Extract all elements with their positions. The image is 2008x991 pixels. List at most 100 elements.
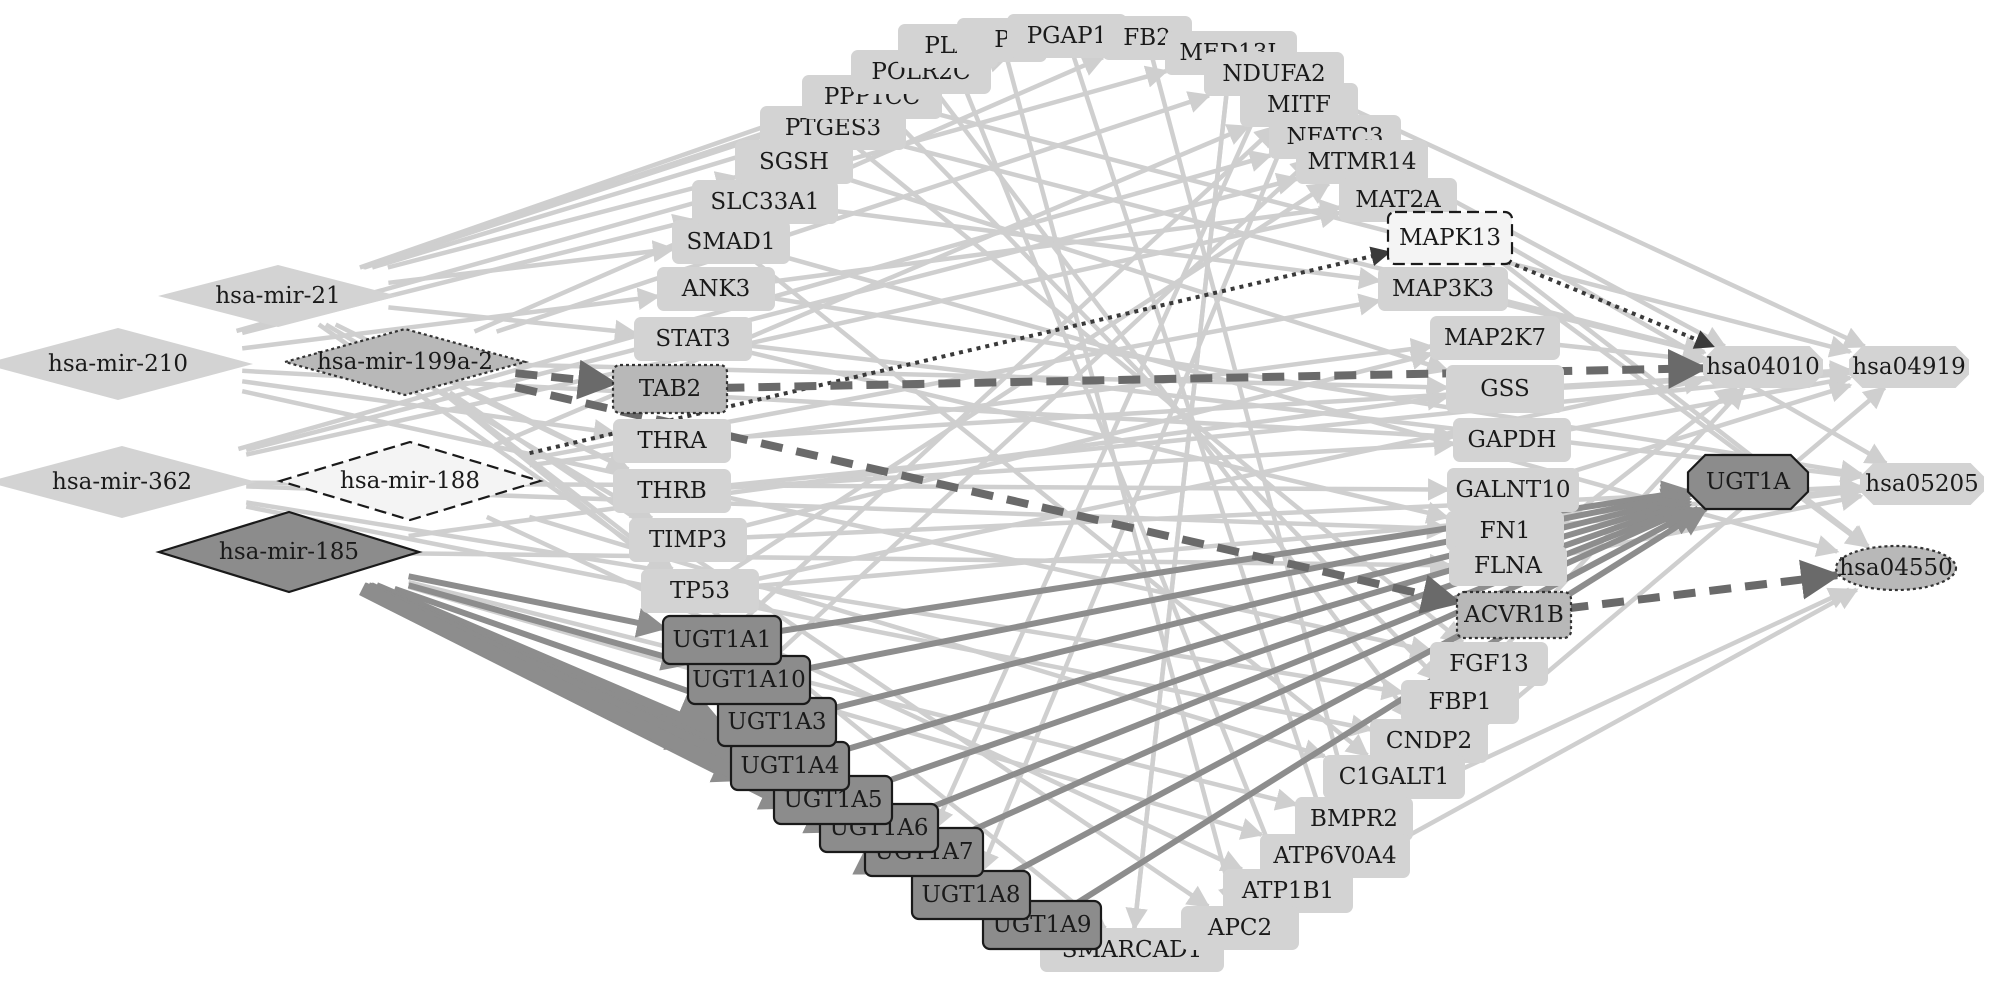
node-shape bbox=[276, 440, 544, 522]
node-ugt1a4[interactable]: UGT1A4 bbox=[729, 740, 851, 792]
node-c1galt1[interactable]: C1GALT1 bbox=[1323, 755, 1465, 799]
edge-ugt1a5-to-ugt1a bbox=[886, 497, 1693, 784]
node-ugt1a8[interactable]: UGT1A8 bbox=[910, 869, 1032, 921]
node-sgsh[interactable]: SGSH bbox=[735, 140, 853, 184]
node-shape bbox=[1446, 511, 1564, 551]
edge-bmpr2-to-hsa04550 bbox=[1396, 587, 1852, 801]
node-hsa-mir-199a-2[interactable]: hsa-mir-199a-2 bbox=[280, 327, 530, 397]
node-label: hsa-mir-185 bbox=[219, 539, 359, 565]
node-label: C1GALT1 bbox=[1339, 764, 1450, 790]
node-hsa-mir-362[interactable]: hsa-mir-362 bbox=[0, 446, 257, 518]
node-shape bbox=[1378, 267, 1508, 311]
node-tp53[interactable]: TP53 bbox=[641, 569, 759, 613]
node-label: TAB2 bbox=[639, 376, 701, 402]
node-shape bbox=[155, 510, 423, 594]
node-label: FN1 bbox=[1480, 518, 1531, 544]
node-ugt1a1[interactable]: UGT1A1 bbox=[661, 614, 783, 666]
edge-ugt1a10-to-nfatc3 bbox=[771, 156, 1314, 660]
node-label: hsa04919 bbox=[1852, 354, 1966, 380]
node-apc2[interactable]: APC2 bbox=[1181, 906, 1299, 950]
node-map2k7[interactable]: MAP2K7 bbox=[1430, 316, 1560, 360]
node-shape bbox=[1181, 906, 1299, 950]
node-fbp1[interactable]: FBP1 bbox=[1401, 680, 1519, 724]
node-hsa-mir-188[interactable]: hsa-mir-188 bbox=[276, 440, 544, 522]
node-label: hsa-mir-199a-2 bbox=[317, 349, 493, 375]
node-thrb[interactable]: THRB bbox=[613, 469, 731, 513]
node-label: TP53 bbox=[670, 578, 730, 604]
edge-mitf-to-ugt1a8 bbox=[978, 124, 1293, 874]
edge-pgap1-to-atp6v0a4 bbox=[1071, 55, 1333, 837]
node-pgap1[interactable]: PGAP1 bbox=[1007, 14, 1127, 58]
node-map3k3[interactable]: MAP3K3 bbox=[1378, 267, 1508, 311]
node-atp1b1[interactable]: ATP1B1 bbox=[1223, 869, 1353, 913]
node-label: ACVR1B bbox=[1463, 602, 1564, 628]
node-label: SLC33A1 bbox=[710, 189, 819, 215]
node-label: ATP6V0A4 bbox=[1272, 843, 1396, 869]
node-tab2[interactable]: TAB2 bbox=[611, 363, 729, 415]
node-hsa05205[interactable]: hsa05205 bbox=[1860, 463, 1984, 505]
node-shape bbox=[1430, 316, 1560, 360]
node-shape bbox=[629, 518, 747, 562]
node-ugt1a10[interactable]: UGT1A10 bbox=[686, 654, 812, 706]
node-label: UGT1A bbox=[1706, 469, 1791, 495]
node-shape bbox=[1430, 642, 1548, 686]
node-flna[interactable]: FLNA bbox=[1449, 546, 1567, 586]
node-shape bbox=[1446, 365, 1564, 413]
node-shape bbox=[1703, 346, 1823, 388]
edge-mapk13-to-hsa04010 bbox=[1506, 259, 1715, 349]
node-slc33a1[interactable]: SLC33A1 bbox=[692, 180, 838, 224]
edge-hsa-mir-362-to-mtmr14 bbox=[245, 172, 1300, 453]
node-fn1[interactable]: FN1 bbox=[1446, 511, 1564, 551]
node-mat2a[interactable]: MAT2A bbox=[1339, 178, 1457, 222]
edge-slc33a1-to-map3k3 bbox=[831, 208, 1382, 290]
node-acvr1b[interactable]: ACVR1B bbox=[1455, 590, 1573, 640]
node-shape bbox=[1447, 468, 1579, 512]
edge-hsa-mir-185-to-bmpr2 bbox=[408, 579, 1299, 811]
edge-thrb-to-hsa04919 bbox=[726, 363, 1853, 488]
node-hsa04550[interactable]: hsa04550 bbox=[1834, 544, 1958, 592]
node-hsa-mir-185[interactable]: hsa-mir-185 bbox=[155, 510, 423, 594]
node-hsa-mir-21[interactable]: hsa-mir-21 bbox=[158, 265, 398, 327]
edge-hsa-mir-188-to-atp1b1 bbox=[485, 514, 1244, 872]
node-label: FB2 bbox=[1123, 25, 1171, 51]
node-shape bbox=[672, 220, 790, 264]
edge-pla-to-atp1b1 bbox=[954, 65, 1283, 872]
node-hsa04010[interactable]: hsa04010 bbox=[1703, 346, 1823, 388]
node-shape bbox=[1401, 680, 1519, 724]
edge-hsa-mir-21-to-ptges3 bbox=[371, 144, 764, 270]
node-label: UGT1A10 bbox=[692, 667, 806, 693]
node-shape bbox=[1007, 14, 1127, 58]
node-shape bbox=[1260, 834, 1410, 878]
node-stat3[interactable]: STAT3 bbox=[634, 317, 752, 361]
edge-hsa-mir-199a-2-to-apc2 bbox=[448, 390, 1211, 909]
node-smad1[interactable]: SMAD1 bbox=[672, 220, 790, 264]
node-atp6v0a4[interactable]: ATP6V0A4 bbox=[1260, 834, 1410, 878]
node-ank3[interactable]: ANK3 bbox=[657, 267, 775, 311]
node-galnt10[interactable]: GALNT10 bbox=[1447, 468, 1579, 512]
node-label: SMAD1 bbox=[687, 229, 776, 255]
edge-ugt1a1-to-mitf bbox=[744, 124, 1278, 620]
edge-tab2-to-hsa04010 bbox=[722, 348, 1709, 392]
node-gapdh[interactable]: GAPDH bbox=[1453, 418, 1571, 462]
node-cndp2[interactable]: CNDP2 bbox=[1370, 719, 1488, 763]
node-ugt1a[interactable]: UGT1A bbox=[1686, 453, 1810, 511]
node-mtmr14[interactable]: MTMR14 bbox=[1296, 140, 1428, 184]
edge-hsa-mir-185-to-ugt1a3 bbox=[393, 585, 723, 708]
edge-galnt10-to-hsa04919 bbox=[1573, 380, 1853, 474]
node-timp3[interactable]: TIMP3 bbox=[629, 518, 747, 562]
node-mapk13[interactable]: MAPK13 bbox=[1386, 210, 1514, 266]
node-hsa-mir-210[interactable]: hsa-mir-210 bbox=[0, 328, 253, 400]
node-shape bbox=[280, 327, 530, 397]
node-shape bbox=[1849, 346, 1969, 388]
node-ugt1a3[interactable]: UGT1A3 bbox=[716, 696, 838, 748]
node-hsa04919[interactable]: hsa04919 bbox=[1849, 346, 1969, 388]
node-fgf13[interactable]: FGF13 bbox=[1430, 642, 1548, 686]
node-bmpr2[interactable]: BMPR2 bbox=[1295, 797, 1413, 841]
node-shape bbox=[1223, 869, 1353, 913]
node-thra[interactable]: THRA bbox=[613, 419, 731, 463]
node-label: FGF13 bbox=[1449, 651, 1529, 677]
node-shape bbox=[0, 446, 257, 518]
node-gss[interactable]: GSS bbox=[1446, 365, 1564, 413]
node-shape bbox=[657, 267, 775, 311]
node-shape bbox=[735, 140, 853, 184]
